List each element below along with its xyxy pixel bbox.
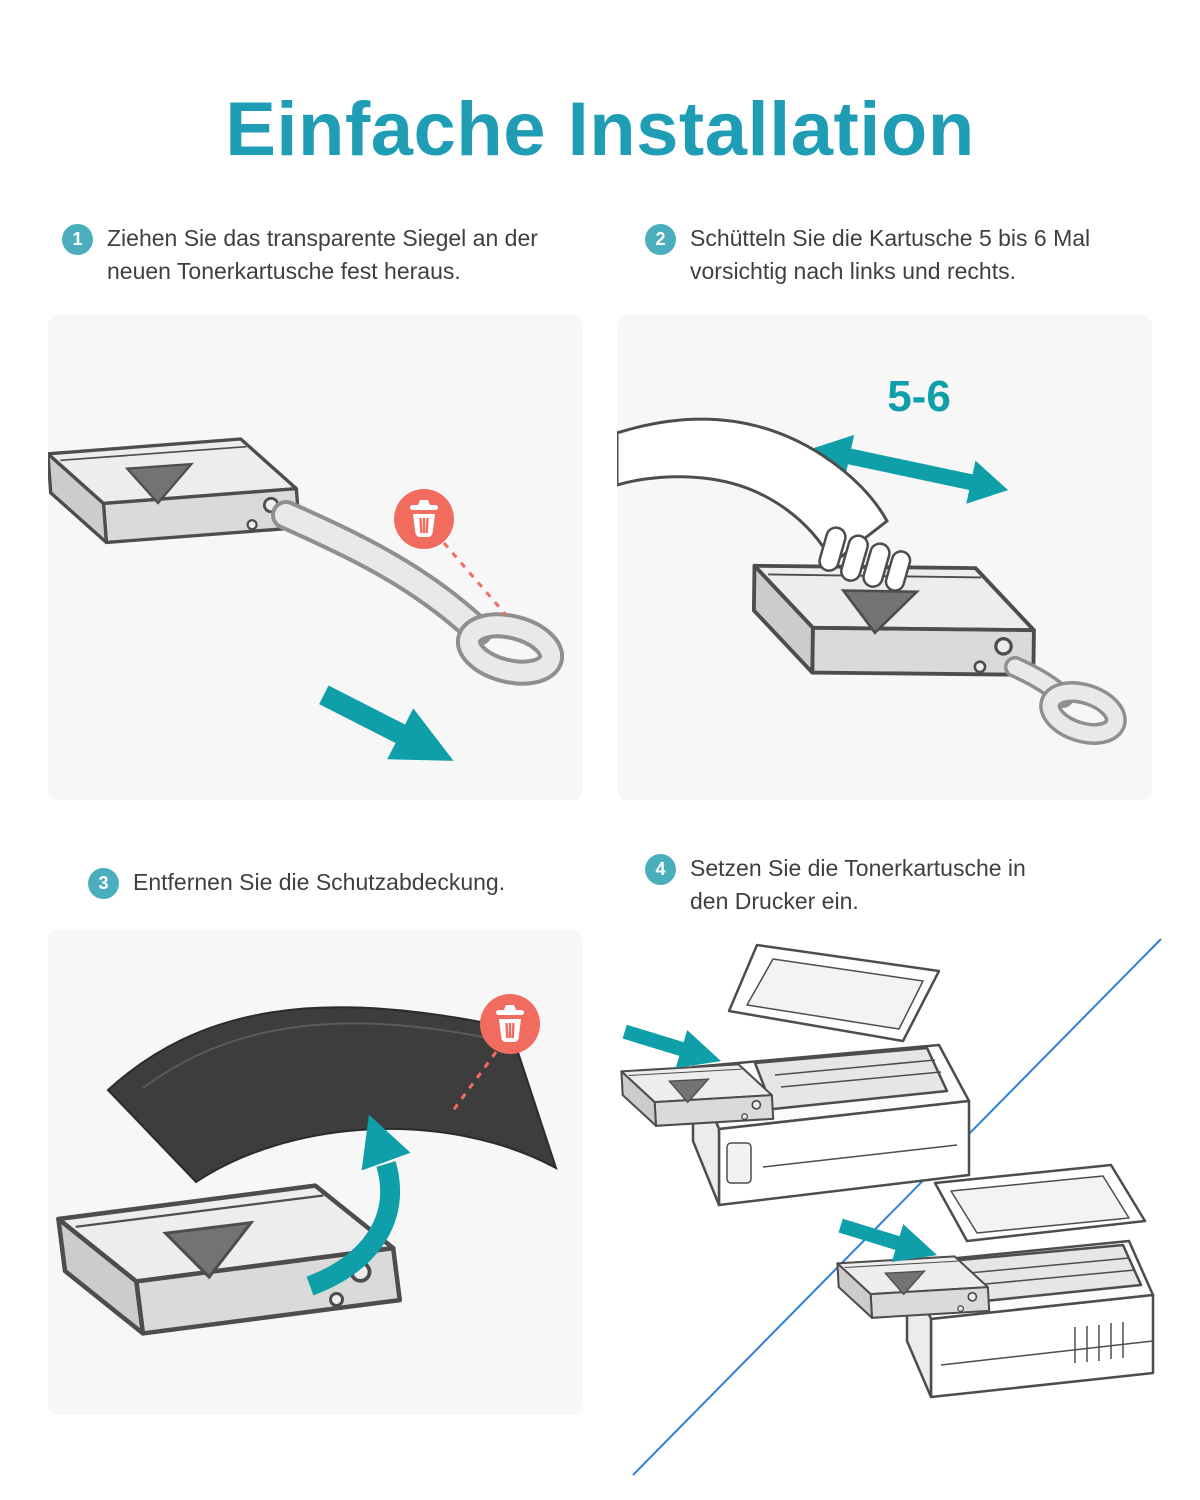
step-1-illustration — [48, 407, 565, 787]
diagonal-divider-line — [632, 938, 1162, 1476]
step-3-panel — [48, 930, 583, 1415]
step-1-text: Ziehen Sie das transparente Siegel an de… — [107, 225, 538, 284]
step-2-number-badge: 2 — [645, 224, 676, 255]
step-1-header: 1 Ziehen Sie das transparente Siegel an … — [62, 222, 562, 287]
step-4-header: 4 Setzen Sie die Tonerkartusche in den D… — [645, 852, 1068, 917]
step-2-text: Schütteln Sie die Kartusche 5 bis 6 Mal … — [690, 225, 1091, 284]
trash-icon — [392, 487, 456, 551]
trash-icon — [478, 992, 542, 1056]
discard-dashed-line — [442, 542, 508, 616]
step-4-text: Setzen Sie die Tonerkartusche in den Dru… — [690, 855, 1026, 914]
step-2-panel: 5-6 — [617, 315, 1152, 800]
page-title: Einfache Installation — [225, 87, 975, 172]
hand-fingers-illustration — [818, 526, 912, 592]
step-4-illustration — [612, 938, 1162, 1476]
toner-cartridge-illustration — [48, 407, 314, 574]
step-3-number-badge: 3 — [88, 868, 119, 899]
hand-arm-illustration — [617, 417, 889, 566]
protective-cover-illustration — [106, 1006, 558, 1184]
step-2-header: 2 Schütteln Sie die Kartusche 5 bis 6 Ma… — [645, 222, 1152, 287]
flip-arrow-icon — [306, 1161, 400, 1296]
step-4-panel — [605, 935, 1180, 1480]
step-2-illustration: 5-6 — [617, 372, 1127, 745]
step-1-panel — [48, 315, 583, 800]
step-3-text: Entfernen Sie die Schutzabdeckung. — [133, 869, 506, 895]
step-3-header: 3 Entfernen Sie die Schutzabdeckung. — [88, 866, 593, 899]
shake-count-label: 5-6 — [887, 372, 951, 421]
step-4-number-badge: 4 — [645, 854, 676, 885]
vent-grid — [1074, 1322, 1124, 1363]
pull-direction-arrow-icon — [310, 669, 467, 787]
printer-a-illustration — [691, 943, 971, 1207]
step-1-number-badge: 1 — [62, 224, 93, 255]
step-3-illustration — [48, 992, 558, 1415]
toner-cartridge-illustration — [730, 514, 1057, 727]
